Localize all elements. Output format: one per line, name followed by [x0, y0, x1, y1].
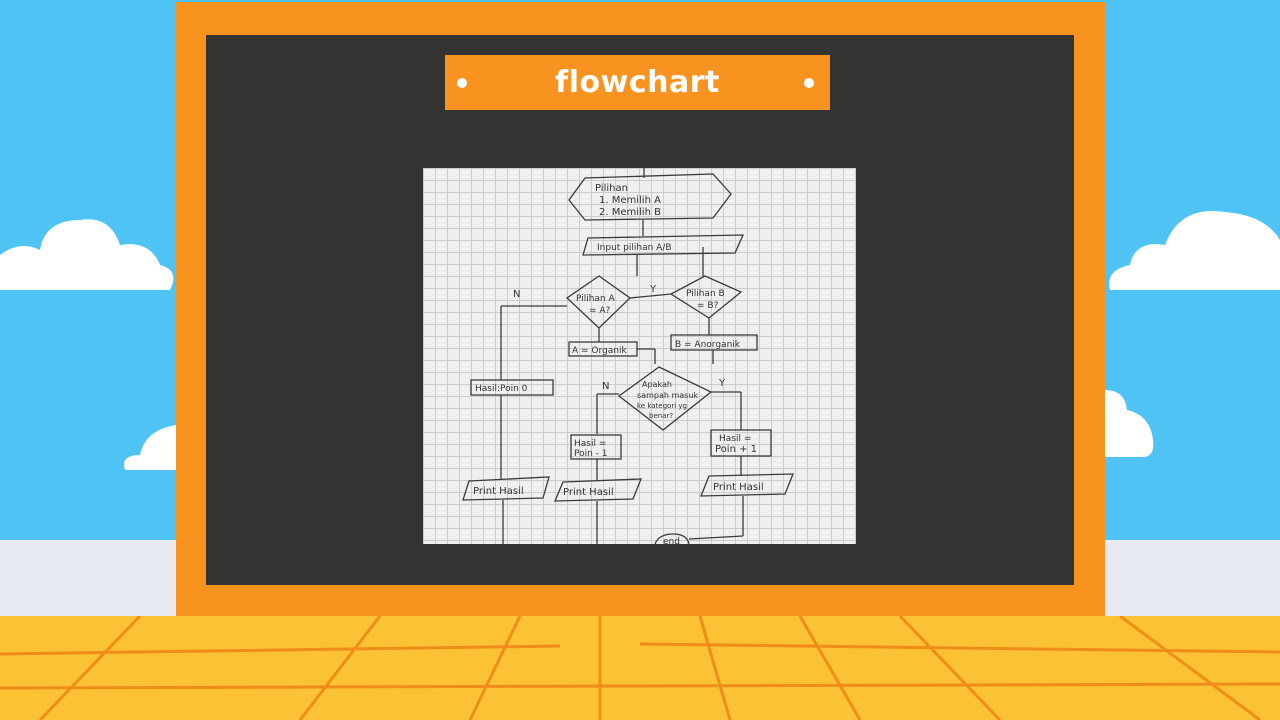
print-box-3 — [700, 473, 794, 497]
cloud-small-right — [1105, 390, 1154, 457]
cloud-right — [1109, 210, 1280, 290]
decision-b-line2: = B? — [697, 301, 719, 311]
check-line1: Apakah — [642, 380, 672, 389]
cloud-left — [0, 219, 174, 290]
choices-title: Pilihan — [595, 183, 628, 194]
check-line2: sampah masuk — [637, 391, 698, 400]
label-y-right: Y — [718, 378, 726, 389]
result-plus-line2: Poin + 1 — [715, 444, 757, 455]
input-parallelogram — [582, 234, 745, 256]
result-minus-box — [570, 434, 622, 460]
wooden-floor — [0, 616, 1280, 720]
check-diamond — [617, 366, 713, 431]
input-label: Input pilihan A/B — [597, 243, 672, 253]
end-terminal — [654, 533, 690, 544]
result-zero-label: Hasil:Poin 0 — [475, 384, 528, 394]
decision-a-line2: = A? — [589, 306, 611, 316]
result-zero-box — [470, 379, 554, 396]
print-result-1: Print Hasil — [473, 486, 524, 497]
organic-label: A = Organik — [572, 346, 627, 356]
result-minus-line1: Hasil = — [574, 439, 606, 449]
print-result-2: Print Hasil — [563, 487, 614, 498]
cloud-small-left — [124, 425, 176, 470]
anorganic-label: B = Anorganik — [675, 340, 741, 350]
print-result-3: Print Hasil — [713, 482, 764, 493]
title-banner: flowchart — [445, 55, 830, 110]
banner-dot-left — [457, 78, 467, 88]
flowchart-photo[interactable]: Pilihan 1. Memilih A 2. Memilih B Input … — [423, 168, 856, 544]
print-box-1 — [462, 476, 550, 501]
label-y-top: Y — [649, 284, 657, 295]
anorganic-box — [670, 334, 758, 351]
result-plus-line1: Hasil = — [719, 434, 751, 444]
choices-hexagon — [568, 173, 732, 221]
check-line3: ke kategori yg — [637, 402, 687, 410]
banner-dot-right — [804, 78, 814, 88]
page-title: flowchart — [555, 65, 720, 100]
end-label: end — [663, 537, 680, 544]
print-box-2 — [554, 478, 642, 502]
label-n-mid: N — [602, 381, 609, 392]
check-line4: benar? — [649, 412, 673, 420]
decision-a-line1: Pilihan A — [576, 294, 616, 304]
choice-1: 1. Memilih A — [599, 195, 661, 206]
choice-2: 2. Memilih B — [599, 207, 661, 218]
result-minus-line2: Poin - 1 — [574, 449, 608, 459]
label-n-left: N — [513, 289, 520, 300]
decision-b-line1: Pilihan B — [686, 289, 725, 299]
